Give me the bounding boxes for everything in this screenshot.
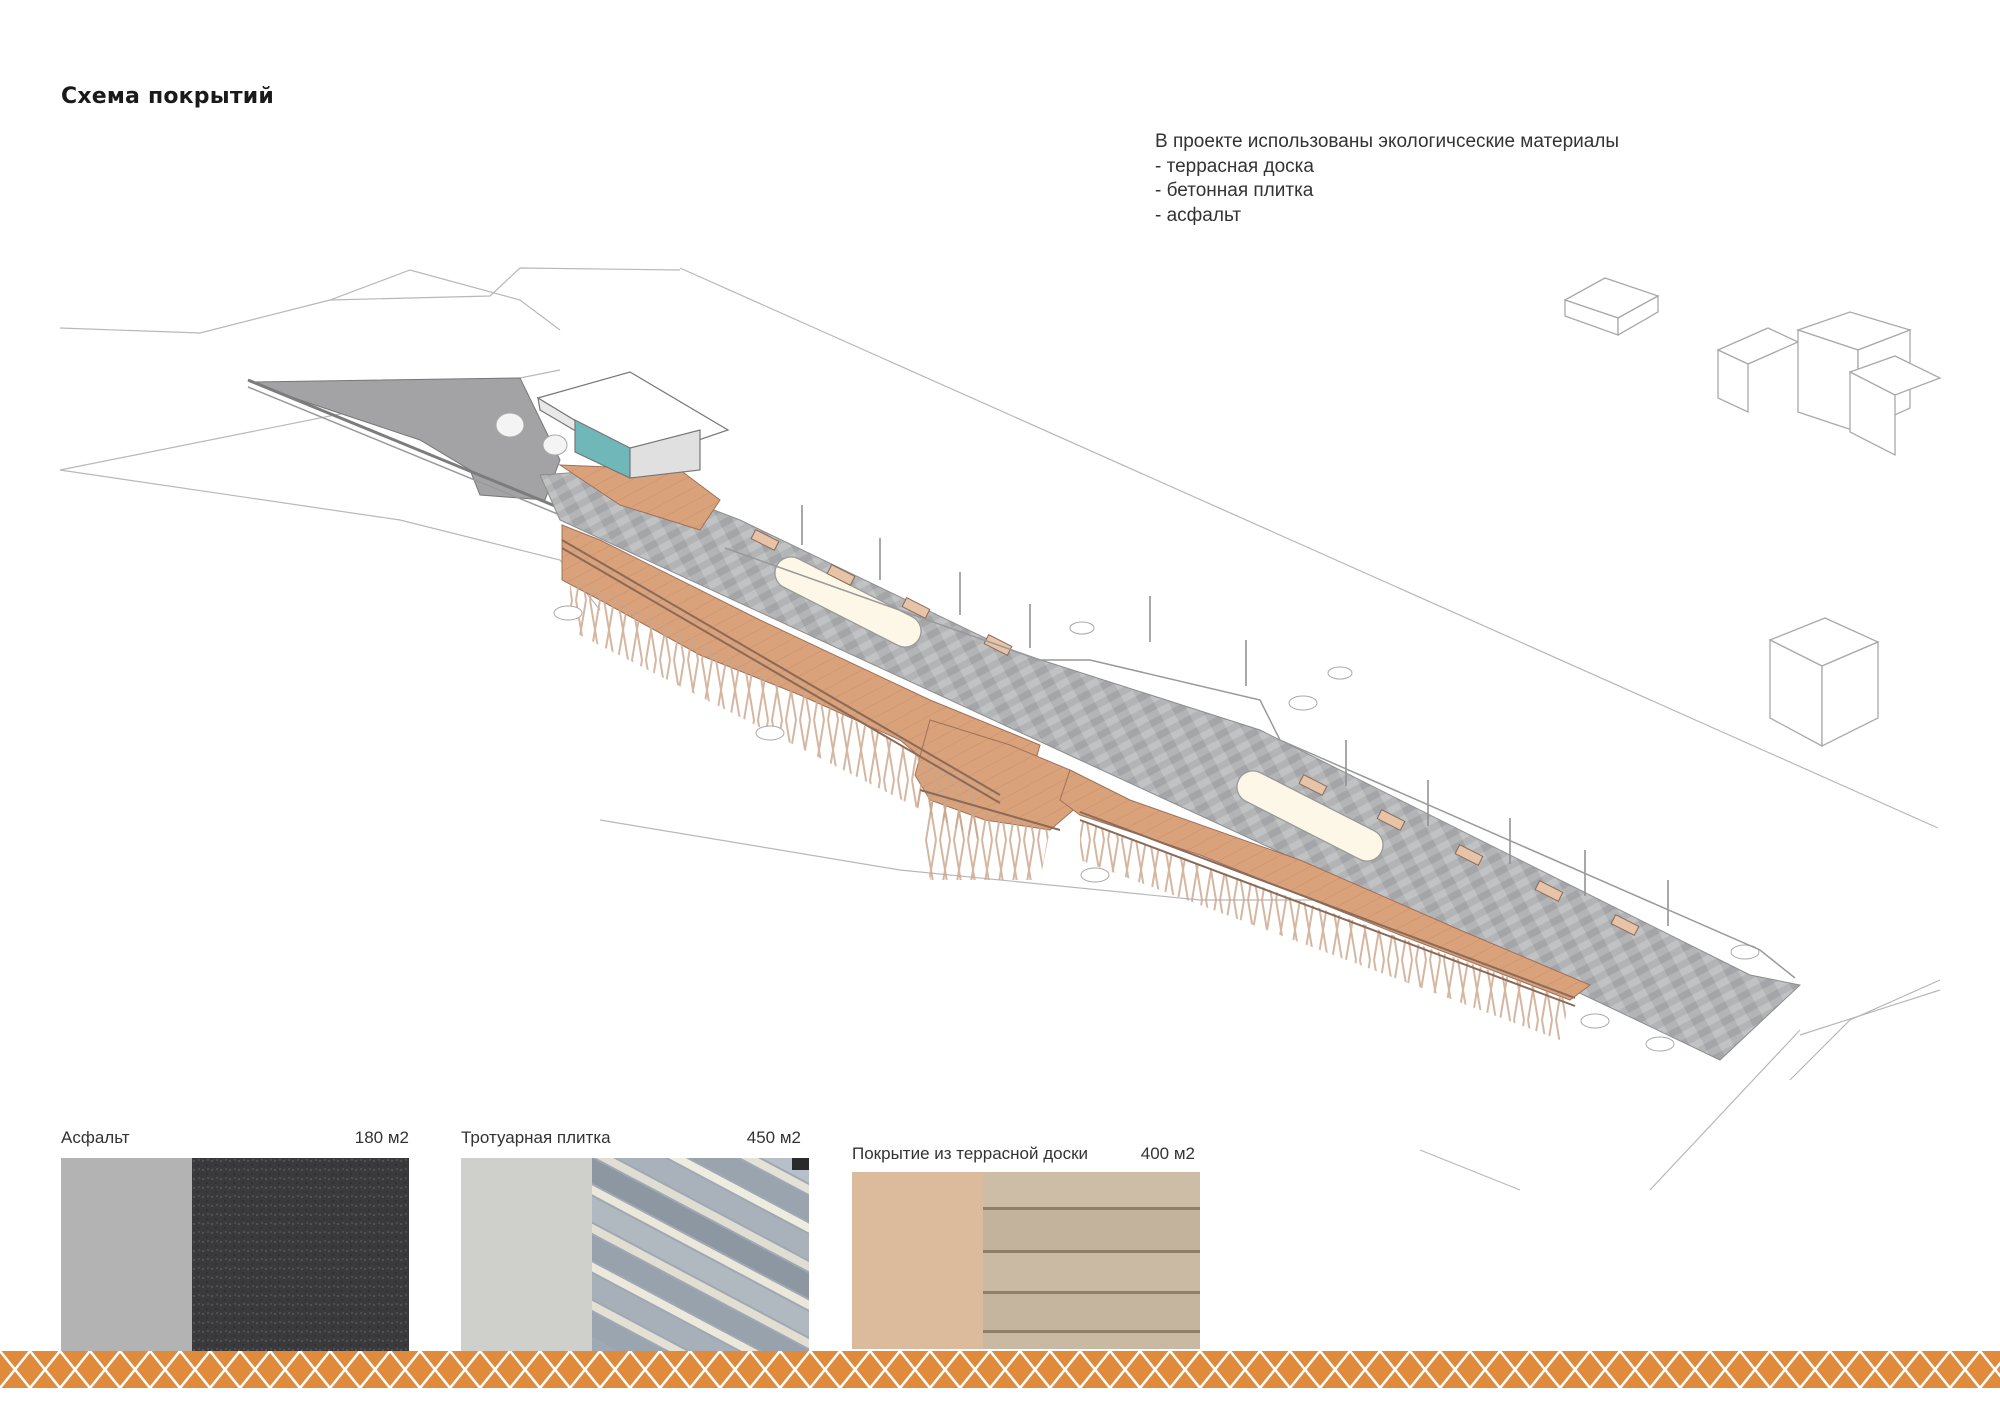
pavilion: [536, 371, 730, 479]
asphalt-texture: [192, 1158, 409, 1351]
paving-color-swatch: [461, 1158, 592, 1351]
terrace-board-texture: [983, 1172, 1200, 1349]
materials-note-intro: В проекте использованы экологичсеские ма…: [1155, 131, 1620, 152]
paving-texture: [592, 1158, 809, 1351]
legend-terrace-label: Покрытие из террасной доски: [852, 1144, 1089, 1163]
asphalt-color-swatch: [61, 1158, 192, 1351]
stilts-upper: [570, 575, 980, 840]
paving-promenade: [539, 469, 1802, 1061]
materials-note-item: - бетонная плитка: [1155, 180, 1314, 201]
background-buildings: [1563, 277, 1942, 748]
lamp-posts: [801, 505, 1669, 926]
legend-paving-area: 450 м2: [746, 1128, 801, 1147]
materials-note-item: - террасная доска: [1155, 155, 1314, 177]
legend-terrace-area: 400 м2: [1140, 1144, 1195, 1163]
materials-note: В проекте использованы экологичсеские ма…: [1155, 130, 1619, 228]
legend-asphalt-area: 180 м2: [354, 1128, 409, 1147]
railing: [247, 378, 561, 510]
asphalt-area: [249, 377, 561, 501]
materials-note-item: - асфальт: [1155, 204, 1242, 226]
legend-paving-label: Тротуарная плитка: [461, 1128, 611, 1147]
boardwalk-railings: [561, 539, 1576, 1007]
stilts-round: [915, 790, 1050, 880]
decorative-band: [0, 1351, 2000, 1388]
stilts-lower: [1080, 820, 1570, 1040]
page-title: Схема покрытий: [61, 84, 275, 109]
retaining-wall: [724, 547, 1796, 979]
terrace-color-swatch: [852, 1172, 983, 1349]
benches: [750, 528, 1640, 937]
legend-asphalt-label: Асфальт: [61, 1128, 130, 1147]
landscape-stones: [495, 412, 1760, 1052]
